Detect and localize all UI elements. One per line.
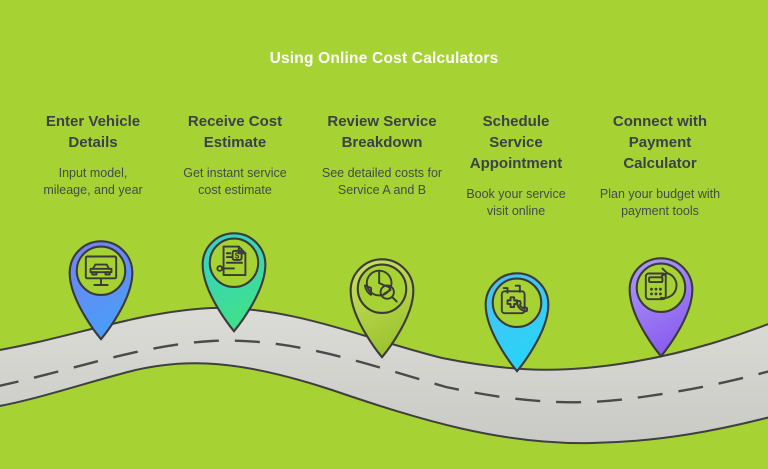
step-heading: Enter Vehicle Details: [45, 113, 141, 151]
step-description: Plan your budget with payment tools: [599, 187, 721, 218]
car-on-monitor-icon: [84, 255, 118, 286]
pin-marker-4: [484, 272, 550, 373]
step-heading: Review Service Breakdown: [327, 113, 437, 151]
calculator-refresh-icon: [644, 267, 678, 301]
step-column-1: Enter Vehicle Details Input model, milea…: [23, 111, 163, 199]
step-description: Input model, mileage, and year: [43, 166, 143, 197]
page-title: Using Online Cost Calculators: [269, 50, 499, 67]
cost-document-icon: $: [216, 245, 247, 277]
step-column-5: Connect with Payment Calculator Plan you…: [594, 111, 726, 220]
step-column-2: Receive Cost Estimate Get instant servic…: [165, 111, 305, 199]
pin-marker-3: [349, 258, 415, 359]
pin-marker-1: [68, 240, 134, 341]
pin-marker-2: $: [201, 232, 267, 333]
step-heading: Receive Cost Estimate: [187, 113, 283, 151]
step-heading: Connect with Payment Calculator: [612, 113, 708, 172]
step-heading: Schedule Service Appointment: [469, 113, 563, 172]
step-description: Get instant service cost estimate: [183, 166, 287, 197]
step-description: Book your service visit online: [466, 187, 566, 218]
step-description: See detailed costs for Service A and B: [321, 166, 443, 197]
calendar-phone-icon: [500, 284, 529, 315]
road-band: [0, 306, 768, 445]
step-column-3: Review Service Breakdown See detailed co…: [312, 111, 452, 199]
step-column-4: Schedule Service Appointment Book your s…: [460, 111, 572, 220]
pie-chart-magnifier-icon: [363, 269, 398, 303]
svg-text:$: $: [235, 251, 240, 260]
pin-marker-5: [628, 257, 694, 358]
